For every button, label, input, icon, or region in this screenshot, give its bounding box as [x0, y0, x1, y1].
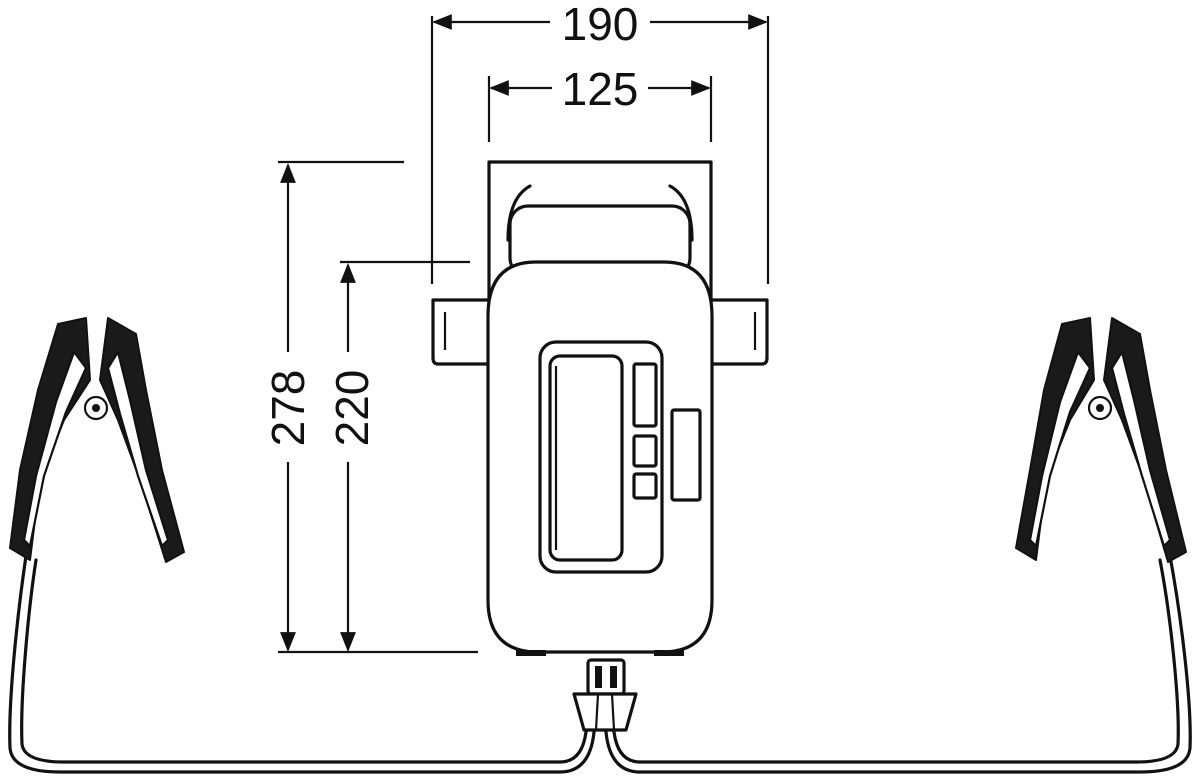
clamp-right-handle-outer [1103, 317, 1187, 563]
clamp-right-jaw-inner [1028, 350, 1092, 548]
clamp-right [1015, 317, 1187, 563]
clamp-right-pivot-pin [1096, 404, 1104, 412]
dimension-label-278: 278 [262, 370, 314, 447]
foot-left [516, 650, 546, 656]
dimension-label-190: 190 [562, 0, 639, 50]
cable-left-inner [20, 558, 590, 764]
foot-right [654, 650, 684, 656]
clamp-left [9, 317, 185, 563]
plug-pin-right [610, 666, 617, 688]
clamp-left-jaw-inner [22, 350, 88, 548]
mode-button-2 [632, 434, 658, 468]
cable-right-inner [610, 558, 1180, 764]
side-indicator [670, 408, 702, 502]
dimension-220: 220 [326, 260, 470, 652]
dimension-125: 125 [487, 63, 713, 142]
cable-assembly [8, 554, 1192, 774]
display-window [548, 354, 624, 562]
plug-head [586, 658, 626, 696]
bracket-hook-right [668, 184, 694, 242]
cable-left [8, 554, 598, 774]
dimension-label-125: 125 [562, 63, 639, 115]
plug-seam-left [594, 693, 600, 731]
plug-body [572, 692, 638, 732]
mode-button-3 [632, 472, 658, 500]
clamp-left-handle-inner [106, 350, 170, 548]
wall-bracket [431, 160, 769, 366]
connector-plug [572, 658, 638, 732]
clamp-right-handle-inner [1110, 350, 1172, 548]
bracket-tab-right [698, 298, 769, 366]
bracket-hook-left [506, 184, 532, 242]
plug-seam-right [610, 693, 616, 731]
cable-right [602, 554, 1192, 774]
dimension-label-220: 220 [326, 370, 378, 447]
clamp-left-pivot-pin [92, 404, 100, 412]
dimension-278: 278 [262, 160, 478, 654]
charger-body [486, 260, 714, 656]
clamp-left-handle-outer [99, 317, 185, 563]
plug-pin-left [595, 666, 602, 688]
dimension-190: 190 [430, 0, 770, 284]
bracket-tab-left [431, 298, 502, 366]
mode-button-1 [632, 362, 658, 428]
